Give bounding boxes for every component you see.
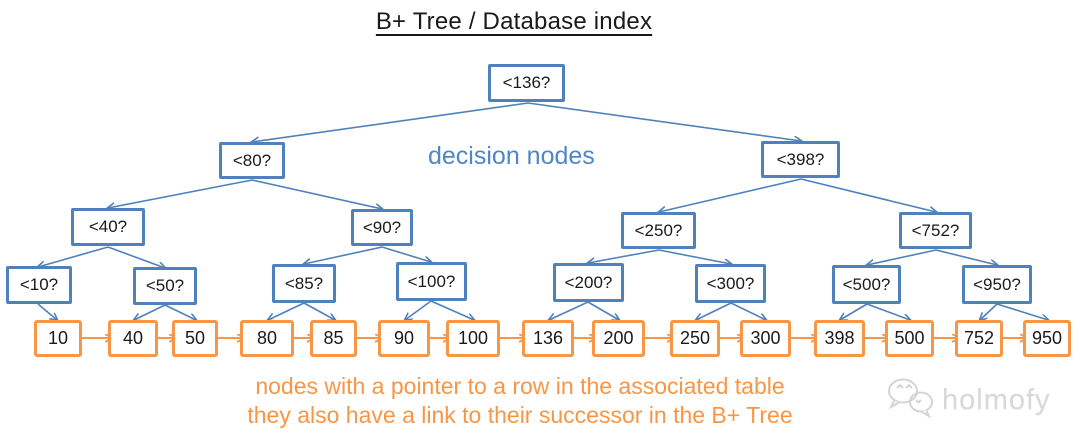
decision-node: <200?	[553, 263, 624, 302]
leaf-node: 950	[1023, 320, 1071, 357]
leaf-nodes-annotation: nodes with a pointer to a row in the ass…	[0, 372, 1040, 430]
decision-node: <40?	[71, 208, 145, 246]
leaf-node: 136	[522, 320, 574, 357]
leaf-node: 50	[172, 320, 218, 357]
leaf-caption-line1: nodes with a pointer to a row in the ass…	[255, 373, 785, 399]
leaf-node: 500	[885, 320, 934, 357]
leaf-node: 85	[310, 320, 357, 357]
decision-node: <50?	[133, 267, 197, 305]
decision-node: <950?	[962, 265, 1032, 304]
decision-node: <250?	[621, 212, 696, 249]
wechat-chat-bubbles-icon	[884, 376, 936, 425]
decision-node: <10?	[6, 266, 72, 304]
leaf-node: 752	[955, 320, 1003, 357]
decision-node: <100?	[396, 262, 467, 301]
decision-node: <752?	[899, 212, 972, 249]
decision-node: <80?	[219, 142, 285, 179]
leaf-node: 80	[240, 320, 294, 357]
leaf-node: 100	[446, 320, 500, 357]
decision-node: <90?	[351, 209, 413, 246]
decision-node: <398?	[761, 141, 840, 178]
watermark-text: holmofy	[942, 384, 1051, 416]
leaf-node: 40	[108, 320, 158, 357]
leaf-caption-line2: they also have a link to their successor…	[247, 402, 793, 428]
diagram-title: B+ Tree / Database index	[375, 8, 653, 35]
decision-node: <85?	[272, 264, 336, 303]
leaf-node: 300	[740, 320, 791, 357]
decision-nodes-annotation: decision nodes	[428, 142, 595, 170]
leaf-node: 398	[814, 320, 865, 357]
decision-node: <136?	[488, 64, 565, 102]
watermark: holmofy	[884, 376, 1051, 425]
decision-node: <300?	[695, 264, 766, 303]
leaf-node: 90	[378, 320, 430, 357]
leaf-node: 200	[592, 320, 645, 357]
decision-node: <500?	[832, 265, 901, 304]
leaf-node: 10	[34, 320, 82, 357]
leaf-node: 250	[670, 320, 720, 357]
